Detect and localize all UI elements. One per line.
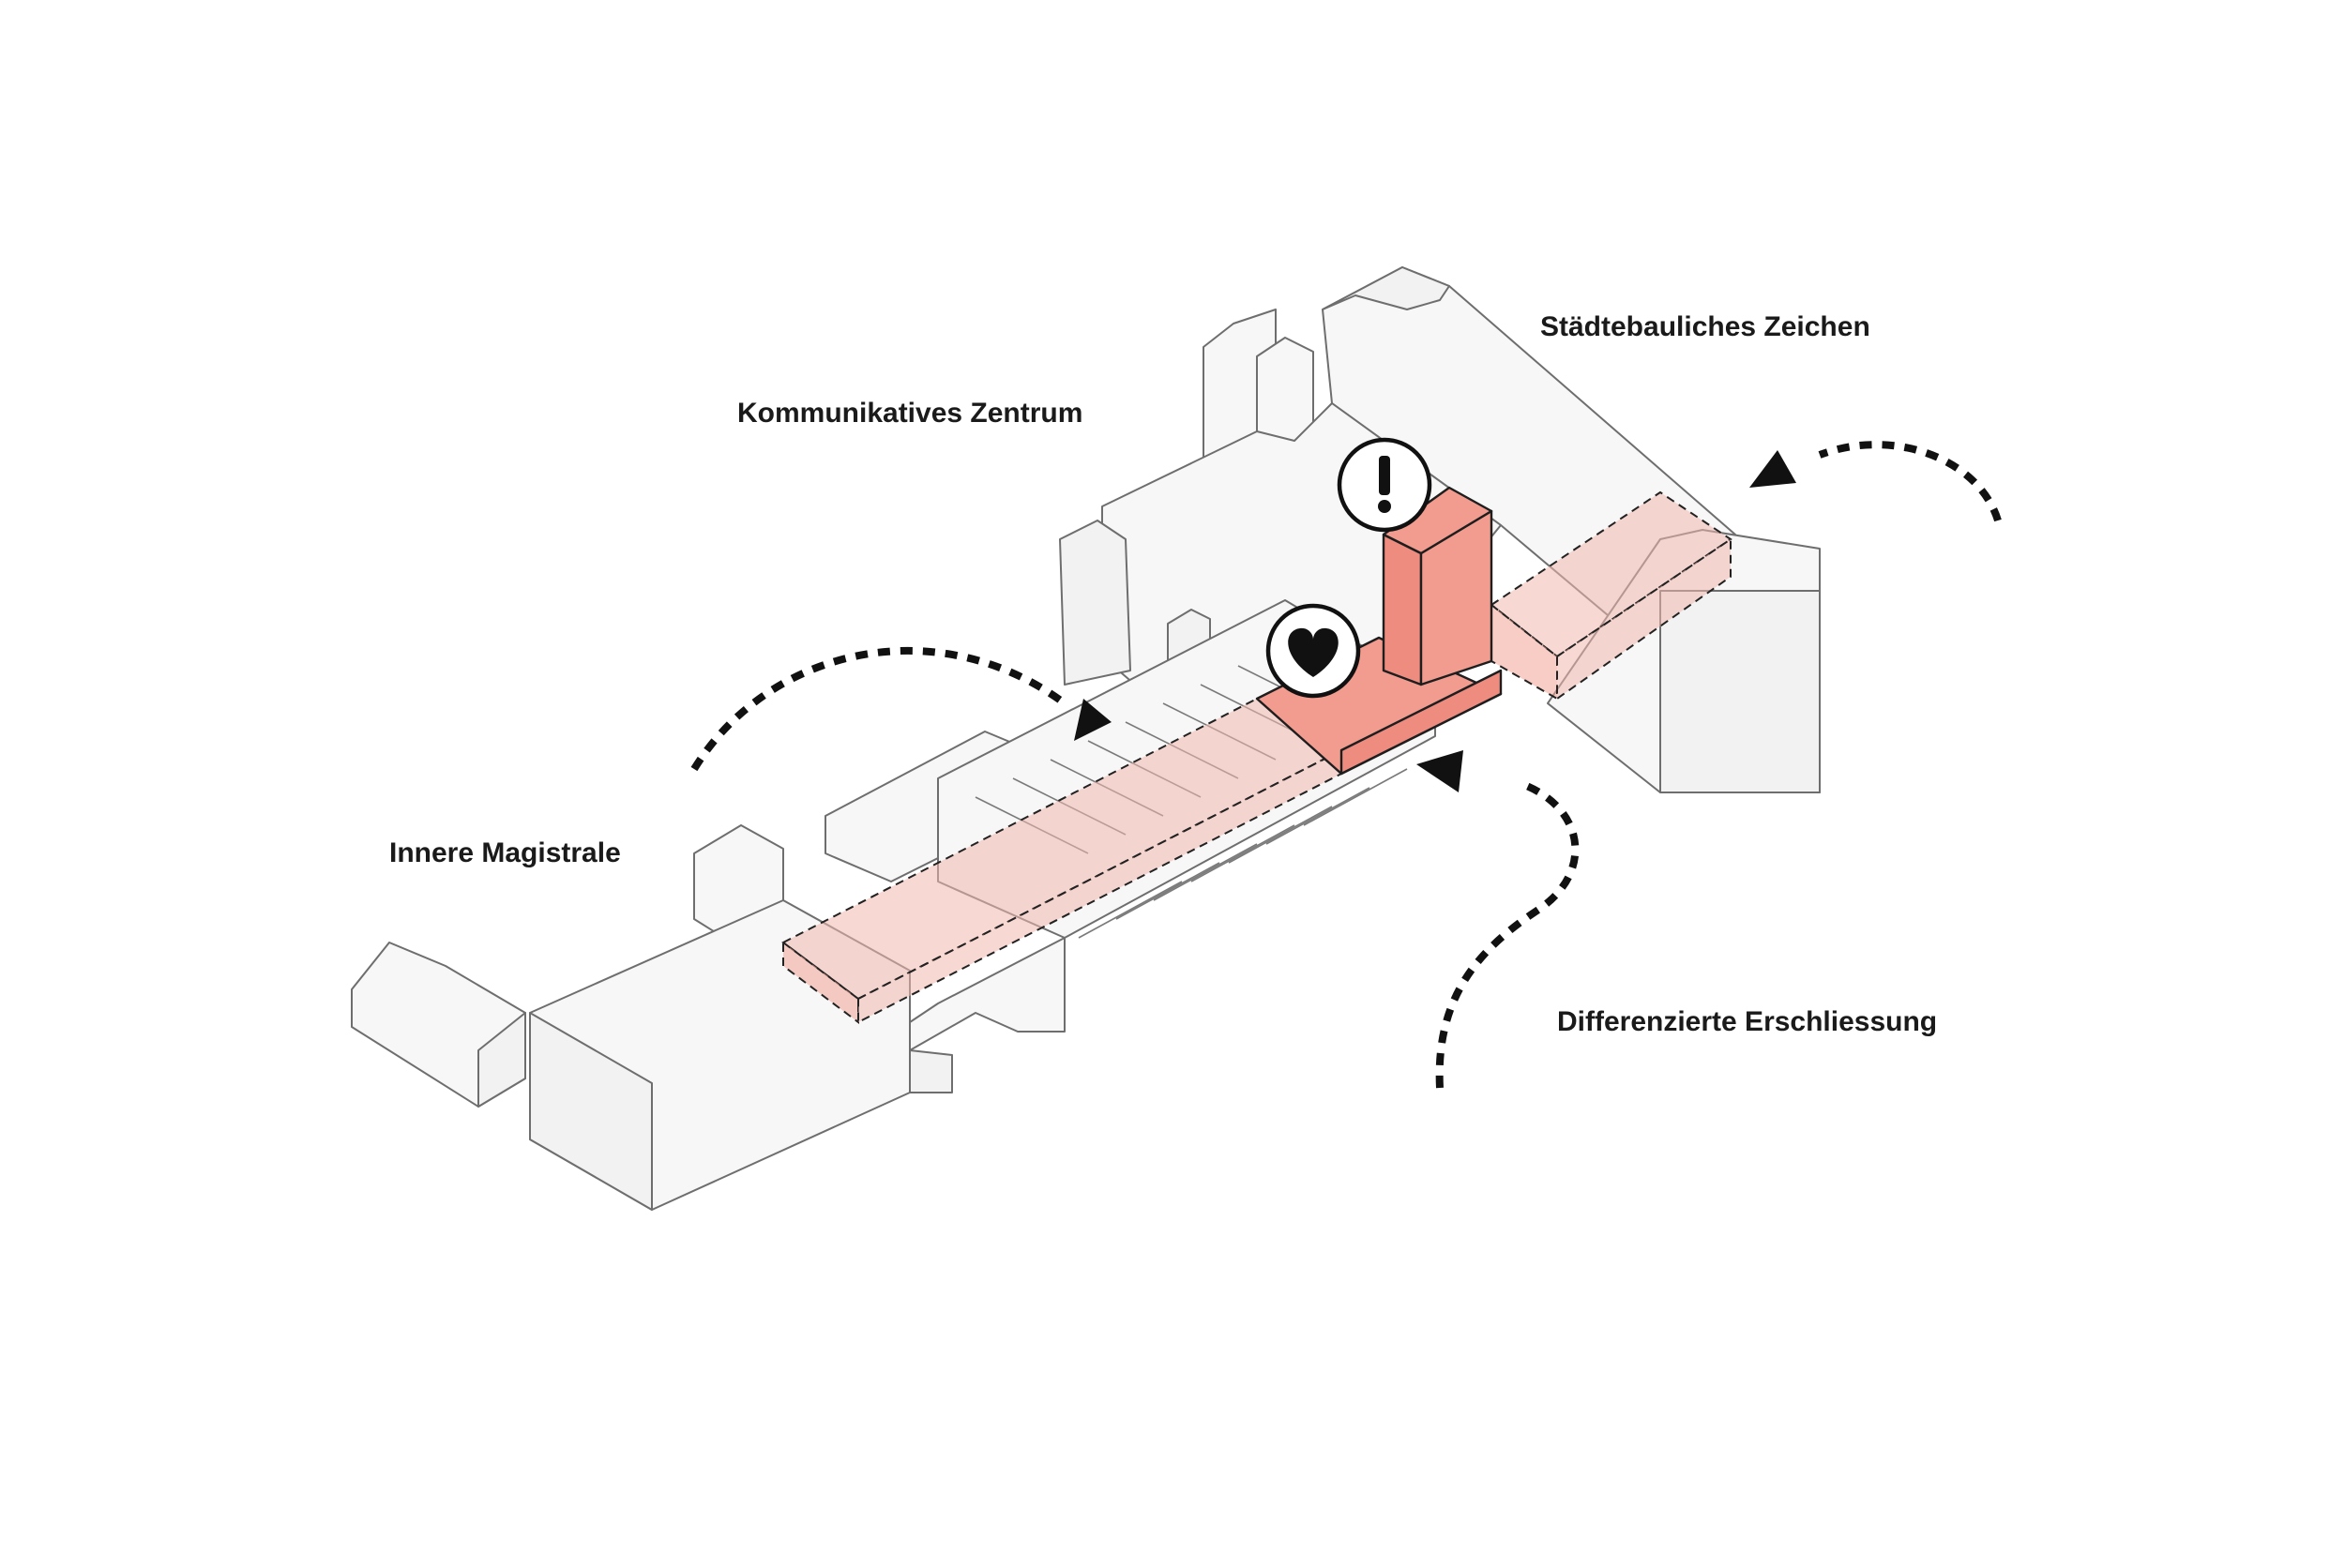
label-staedtebauliches-zeichen: Städtebauliches Zeichen: [1540, 311, 1870, 342]
right-bar-front: [1556, 537, 1732, 701]
label-differenzierte-erschliessung: Differenzierte Erschliessung: [1557, 1006, 1938, 1037]
arrow-bottom: [1416, 750, 1580, 1089]
arrow-right-head: [1749, 450, 1796, 488]
building-back-hall-roof: [1322, 266, 1450, 310]
heart-icon: [1265, 603, 1361, 699]
building-front-block-face: [529, 1012, 653, 1211]
building-lower-small: [909, 1049, 953, 1093]
center-plinth-front: [1339, 669, 1503, 776]
building-lower-plaza: [909, 937, 1066, 1051]
tower-front: [1382, 533, 1423, 686]
context-buildings: [351, 266, 1821, 1211]
arrow-right: [1749, 441, 2002, 522]
right-bar-side: [1490, 602, 1558, 701]
arrow-left: [690, 646, 1112, 772]
magistrale-bar-top: [781, 697, 1344, 1001]
building-mid-left: [1059, 520, 1131, 686]
label-innere-magistrale: Innere Magistrale: [389, 837, 621, 868]
building-left-house-side: [477, 1012, 526, 1108]
arrow-bottom-head: [1416, 750, 1463, 792]
exclamation-icon: [1337, 437, 1432, 533]
arrow-left-head: [1074, 699, 1112, 741]
building-right-end-front: [1659, 590, 1821, 793]
label-kommunikatives-zentrum: Kommunikatives Zentrum: [737, 398, 1083, 429]
